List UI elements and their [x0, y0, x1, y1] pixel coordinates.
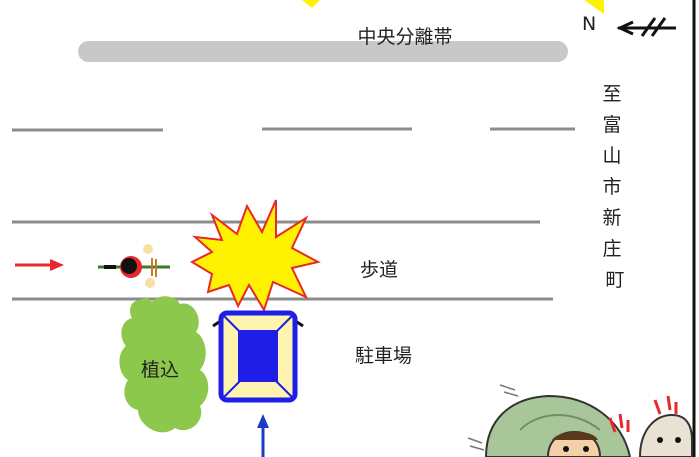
explosion-icon [189, 199, 321, 313]
median-label: 中央分離帯 [357, 26, 452, 48]
parking-label: 駐車場 [355, 345, 412, 367]
top-sliver [302, 0, 320, 8]
north-arrow-icon: N [582, 0, 676, 37]
bicycle-direction-arrow [15, 259, 64, 271]
car-direction-arrow [257, 414, 269, 457]
bicycle-rider-icon [98, 244, 170, 288]
bush-planting: 植込 [119, 296, 209, 433]
median-strip [78, 41, 568, 62]
surprised-people-icon [467, 384, 693, 457]
sidewalk-label: 歩道 [360, 259, 398, 281]
north-label: N [582, 13, 596, 35]
direction-label: 至 富 山 市 新 庄 町 [602, 83, 627, 291]
planting-label: 植込 [141, 359, 179, 381]
car-top-view-icon [212, 310, 304, 403]
lane-dashes [12, 127, 575, 132]
